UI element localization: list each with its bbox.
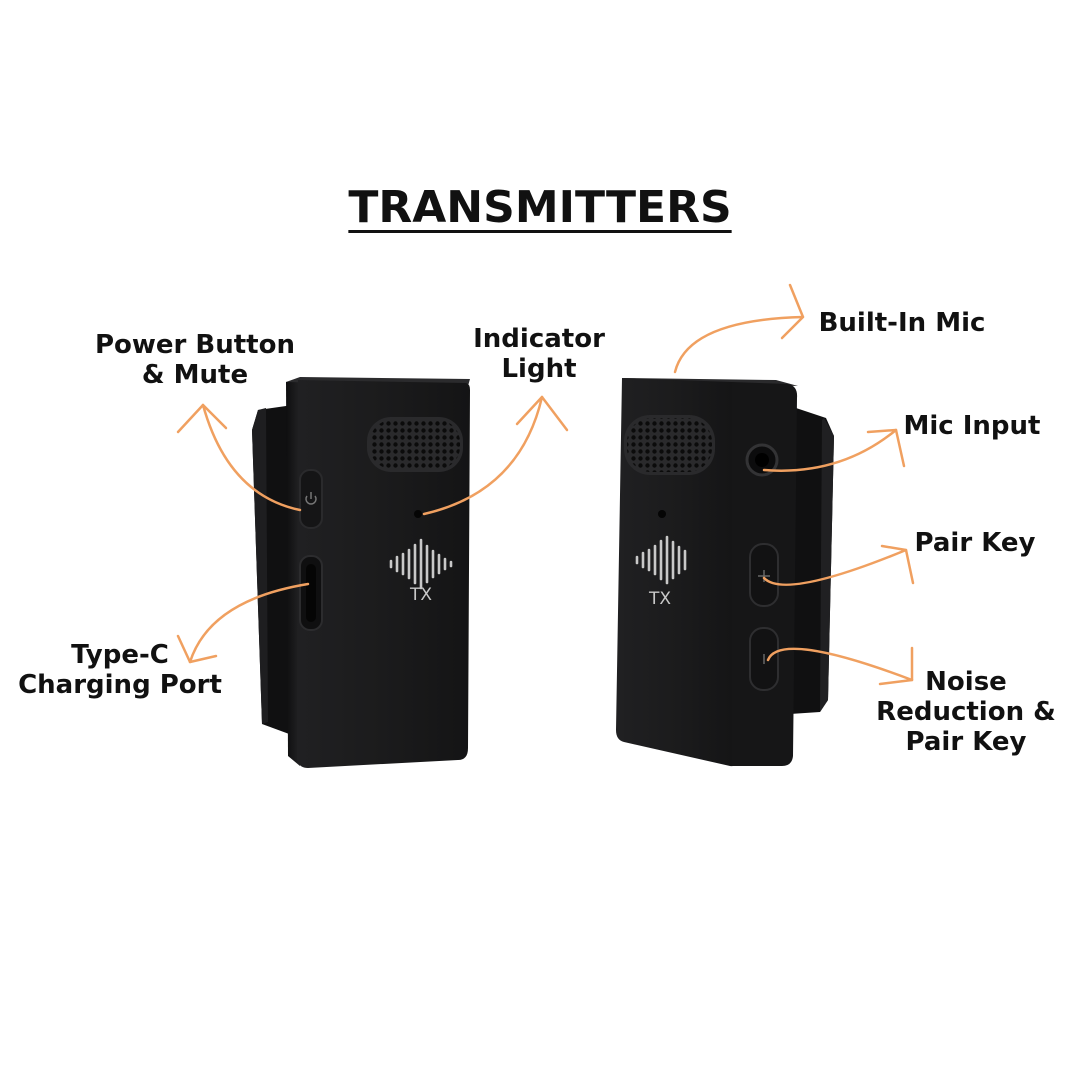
left-clip-edge — [252, 408, 268, 724]
left-indicator-light — [414, 510, 422, 518]
plus-icon — [758, 570, 770, 582]
label-indicator-light: Indicator Light — [464, 324, 614, 384]
right-indicator-light — [658, 510, 666, 518]
left-side-face — [286, 380, 300, 766]
label-built-in-mic-text: Built-In Mic — [818, 308, 986, 338]
arrow-type-c — [176, 582, 310, 664]
right-tx-badge: TX — [648, 589, 671, 609]
right-transmitter: TX — [616, 378, 834, 767]
left-transmitter: TX — [252, 377, 470, 768]
label-indicator-line1: Indicator — [473, 324, 605, 354]
label-pair-key-text: Pair Key — [914, 528, 1036, 558]
arrow-power-button — [176, 403, 302, 512]
label-noise-line2: Reduction & — [876, 697, 1056, 727]
label-type-c-line1: Type-C — [71, 640, 169, 670]
label-power-button-line1: Power Button — [94, 330, 295, 360]
left-tx-badge: TX — [409, 585, 432, 605]
arrow-mic-input — [762, 428, 906, 472]
label-indicator-line2: Light — [501, 354, 577, 384]
label-noise-line1: Noise — [925, 667, 1007, 697]
page-title: TRANSMITTERS — [0, 182, 1080, 233]
arrow-pair-key — [762, 544, 915, 586]
arrow-noise-reduction — [766, 646, 914, 686]
label-pair-key: Pair Key — [906, 528, 1044, 558]
label-mic-input: Mic Input — [892, 411, 1052, 441]
label-power-button: Power Button & Mute — [88, 330, 302, 390]
sound-wave-icon — [389, 538, 453, 590]
label-mic-input-text: Mic Input — [903, 411, 1041, 441]
label-power-button-line2: & Mute — [141, 360, 249, 390]
left-front-face — [297, 380, 470, 768]
right-clip-edge — [820, 418, 834, 712]
label-type-c: Type-C Charging Port — [10, 640, 230, 700]
label-noise-line3: Pair Key — [905, 727, 1027, 757]
title-text: TRANSMITTERS — [348, 182, 732, 233]
arrow-built-in-mic — [673, 283, 805, 374]
sound-wave-icon — [635, 535, 687, 585]
label-noise-reduction: Noise Reduction & Pair Key — [866, 667, 1066, 757]
power-icon — [305, 492, 317, 505]
label-built-in-mic: Built-In Mic — [810, 308, 994, 338]
label-type-c-line2: Charging Port — [18, 670, 222, 700]
arrow-indicator-light — [422, 395, 569, 516]
